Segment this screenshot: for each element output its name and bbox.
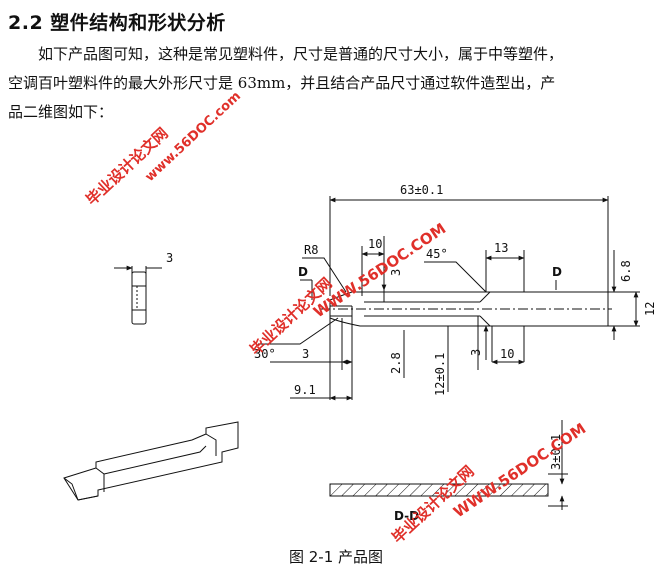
dim-side-3: 3	[166, 251, 173, 265]
dim-section-3-tol: 3±0.1	[549, 434, 563, 470]
figure-caption: 图 2-1 产品图	[288, 548, 384, 566]
watermarks: 毕业设计论文网 www.56DOC.com 毕业设计论文网 WWW.56DOC.…	[82, 89, 589, 547]
watermark-url-2: WWW.56DOC.COM	[310, 219, 449, 321]
dim-12-right: 12	[643, 302, 657, 316]
dim-top-3: 3	[389, 269, 403, 276]
dim-3-mid: 3	[469, 349, 483, 356]
front-view	[320, 196, 640, 400]
dim-r8: R8	[304, 243, 318, 257]
dim-bottom-3: 3	[302, 347, 309, 361]
dim-30: 30°	[254, 347, 276, 361]
paragraph-line-1: 如下产品图可知，这种是常见塑料件，尺寸是普通的尺寸大小，属于中等塑件，	[38, 45, 564, 63]
dim-2-8: 2.8	[389, 352, 403, 374]
section-mark-d-left: D	[298, 265, 308, 279]
section-label-dd: D-D	[394, 509, 419, 523]
section-title: 塑件结构和形状分析	[50, 12, 226, 34]
section-mark-d-right: D	[552, 265, 562, 279]
isometric-view	[63, 421, 239, 501]
side-view	[114, 265, 162, 325]
dim-top-10: 10	[368, 237, 382, 251]
paragraph-line-2: 空调百叶塑料件的最大外形尺寸是 63mm，并且结合产品尺寸通过软件造型出，产	[8, 74, 556, 92]
dim-6-8: 6.8	[619, 260, 633, 282]
dim-9-1: 9.1	[294, 383, 316, 397]
dimension-lines	[258, 197, 639, 401]
dim-12-tol: 12±0.1	[433, 353, 447, 396]
section-number: 2.2	[8, 12, 44, 34]
dim-63: 63±0.1	[400, 183, 443, 197]
body-paragraph: 如下产品图可知，这种是常见塑料件，尺寸是普通的尺寸大小，属于中等塑件， 空调百叶…	[8, 40, 664, 127]
dim-13: 13	[494, 241, 508, 255]
paragraph-line-3: 品二维图如下：	[8, 103, 114, 121]
dim-45: 45°	[426, 247, 448, 261]
section-heading: 2.2 塑件结构和形状分析	[8, 8, 226, 35]
dim-bottom-10: 10	[500, 347, 514, 361]
section-view	[329, 420, 568, 510]
